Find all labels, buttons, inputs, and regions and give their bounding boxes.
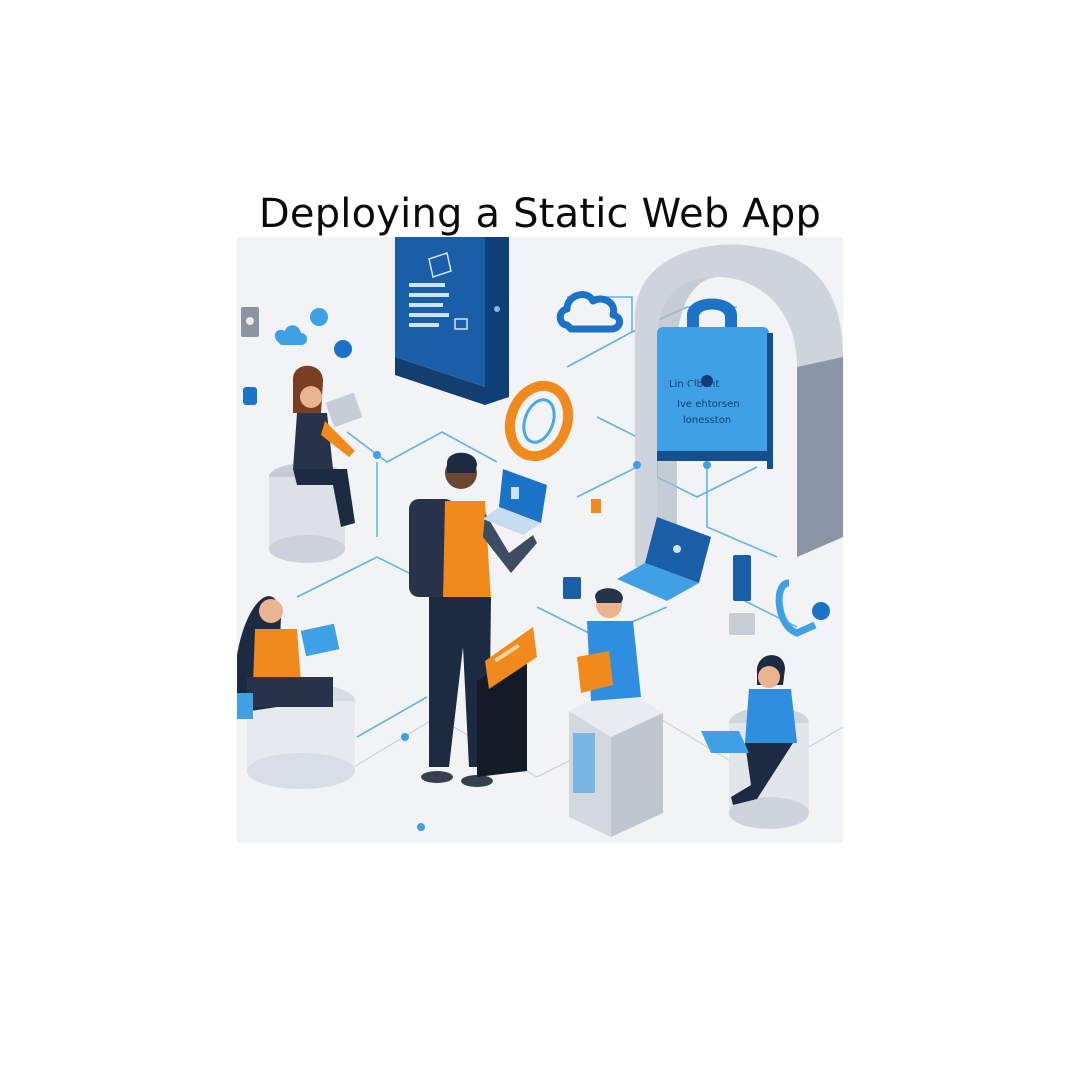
kiosk-podium [477,627,537,777]
devices-right [563,499,830,637]
lock-arch: Lin Clbent Ive ehtorsen lonesston [635,244,843,567]
deployment-illustration: Lin Clbent Ive ehtorsen lonesston [237,237,843,843]
svg-text:Lin Clbent: Lin Clbent [669,379,719,390]
person-woman-topleft [269,365,363,563]
person-center-pedestal [569,588,663,837]
person-woman-bottomleft [237,596,355,789]
laptop-icon [617,517,711,601]
svg-text:Ive ehtorsen: Ive ehtorsen [677,399,740,410]
server-tower [395,237,509,405]
svg-text:lonesston: lonesston [683,415,731,426]
orange-ring [504,380,574,462]
person-woman-bottomright [701,655,809,829]
cloud-icon [556,291,623,333]
page-title: Deploying a Static Web App [258,191,822,237]
person-man-center [409,452,547,787]
network-nodes [373,385,711,831]
small-icons-left [241,307,352,405]
